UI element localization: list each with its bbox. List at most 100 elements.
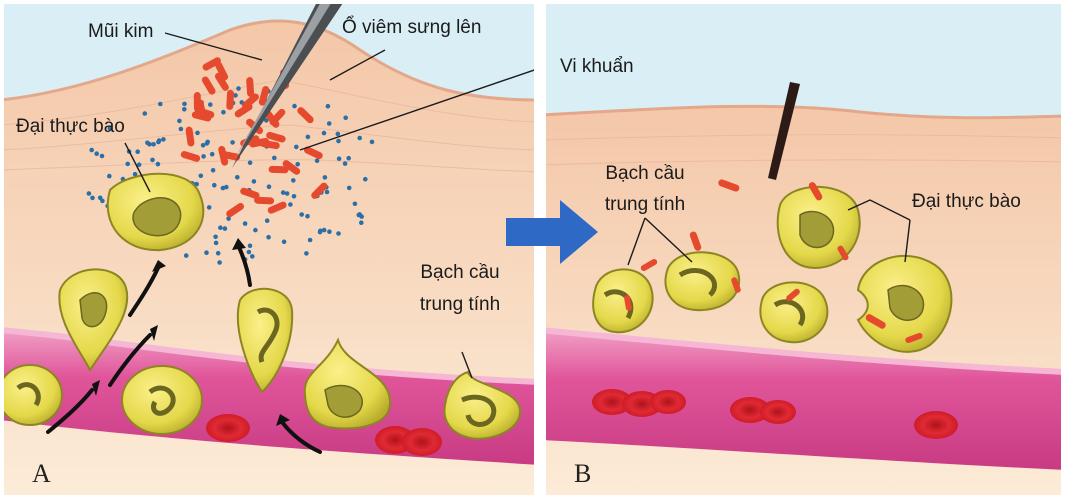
particle-dot xyxy=(326,104,331,109)
particle-dot xyxy=(156,140,161,145)
swelling-label: Ổ viêm sưng lên xyxy=(342,17,481,39)
macrophage-label-b: Đại thực bào xyxy=(912,191,1021,213)
macrophage-label-a: Đại thực bào xyxy=(16,116,125,138)
particle-dot xyxy=(327,121,332,126)
particle-dot xyxy=(294,145,299,150)
particle-dot xyxy=(363,177,368,182)
panel-a xyxy=(0,0,546,499)
particle-dot xyxy=(135,149,140,154)
particle-dot xyxy=(205,140,210,145)
particle-dot xyxy=(221,186,226,191)
macrophage-cell xyxy=(108,174,204,250)
particle-dot xyxy=(150,158,155,163)
particle-dot xyxy=(353,202,358,207)
particle-dot xyxy=(346,156,351,161)
particle-dot xyxy=(156,162,161,167)
particle-dot xyxy=(100,154,105,159)
bacteria-label: Vi khuẩn xyxy=(560,56,634,78)
particle-dot xyxy=(327,229,332,234)
particle-dot xyxy=(292,104,297,109)
needle-tip-label: Mũi kim xyxy=(88,21,153,43)
particle-dot xyxy=(208,102,213,107)
particle-dot xyxy=(292,194,297,199)
particle-dot xyxy=(201,143,206,148)
particle-dot xyxy=(272,156,277,161)
particle-dot xyxy=(337,156,342,161)
particle-dot xyxy=(347,186,352,191)
particle-dot xyxy=(248,160,253,165)
particle-dot xyxy=(143,111,148,116)
particle-dot xyxy=(323,175,328,180)
particle-dot xyxy=(125,162,130,167)
neutrophil-label-b-line1: Bạch cầu xyxy=(585,163,705,185)
neutrophil-label-a-line2: trung tính xyxy=(400,294,520,316)
panel-a-letter: A xyxy=(32,459,51,489)
neutrophil-cell xyxy=(122,366,202,434)
particle-dot xyxy=(370,140,375,145)
particle-dot xyxy=(305,214,310,219)
neutrophil-cell xyxy=(666,252,740,310)
bacterium xyxy=(226,90,234,110)
particle-dot xyxy=(214,241,219,246)
particle-dot xyxy=(182,107,187,112)
neutrophil-label-b-line2: trung tính xyxy=(585,194,705,216)
particle-dot xyxy=(211,168,216,173)
bacterium xyxy=(246,77,254,97)
particle-dot xyxy=(343,161,348,166)
particle-dot xyxy=(177,119,182,124)
particle-dot xyxy=(282,240,287,245)
particle-dot xyxy=(230,140,235,145)
neutrophil-cell xyxy=(0,365,62,425)
particle-dot xyxy=(184,253,189,258)
particle-dot xyxy=(100,199,105,204)
particle-dot xyxy=(322,131,327,136)
particle-dot xyxy=(247,250,252,255)
particle-dot xyxy=(199,174,204,179)
particle-dot xyxy=(201,154,206,159)
particle-dot xyxy=(265,218,270,223)
particle-dot xyxy=(213,235,218,240)
particle-dot xyxy=(357,136,362,141)
particle-dot xyxy=(299,212,304,217)
particle-dot xyxy=(266,235,271,240)
particle-dot xyxy=(336,231,341,236)
particle-dot xyxy=(216,251,221,256)
particle-dot xyxy=(250,254,255,259)
particle-dot xyxy=(343,116,348,121)
particle-dot xyxy=(235,175,240,180)
particle-dot xyxy=(295,162,300,167)
particle-dot xyxy=(325,190,330,195)
particle-dot xyxy=(90,196,95,201)
particle-dot xyxy=(288,202,293,207)
particle-dot xyxy=(145,141,150,146)
particle-dot xyxy=(87,191,92,196)
particle-dot xyxy=(210,152,215,157)
particle-dot xyxy=(158,102,163,107)
particle-dot xyxy=(89,148,94,153)
particle-dot xyxy=(304,251,309,256)
particle-dot xyxy=(151,142,156,147)
particle-dot xyxy=(253,228,258,233)
particle-dot xyxy=(357,212,362,217)
particle-dot xyxy=(207,205,212,210)
particle-dot xyxy=(336,132,341,137)
neutrophil-label-a-line1: Bạch cầu xyxy=(400,262,520,284)
particle-dot xyxy=(218,225,223,230)
particle-dot xyxy=(318,229,323,234)
particle-dot xyxy=(306,135,311,140)
particle-dot xyxy=(359,220,364,225)
particle-dot xyxy=(221,110,226,115)
macrophage-cell xyxy=(858,256,951,352)
particle-dot xyxy=(285,191,290,196)
particle-dot xyxy=(236,86,241,91)
particle-dot xyxy=(107,174,112,179)
particle-dot xyxy=(252,179,257,184)
particle-dot xyxy=(281,190,286,195)
particle-dot xyxy=(336,139,341,144)
particle-dot xyxy=(243,221,248,226)
particle-dot xyxy=(217,260,222,265)
particle-dot xyxy=(308,238,313,243)
particle-dot xyxy=(223,226,228,231)
